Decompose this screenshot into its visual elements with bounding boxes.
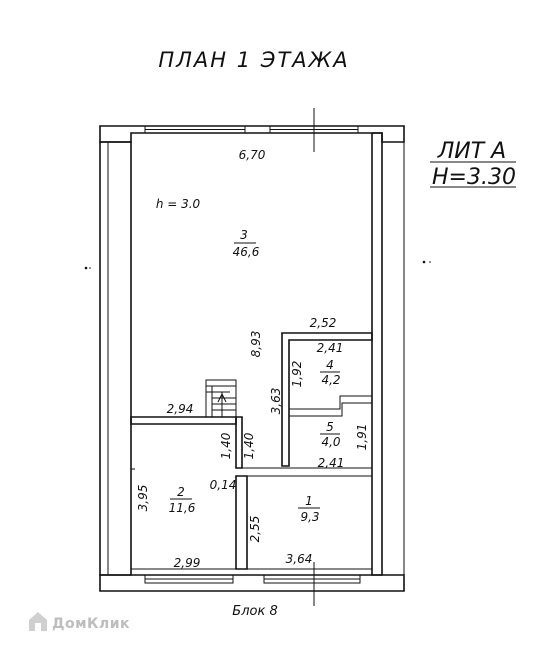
room-2-label: 2 11,6 xyxy=(169,485,196,515)
dim-top-width: 6,70 xyxy=(239,148,266,162)
dim-room5-width: 2,41 xyxy=(318,456,345,470)
room-3-label: 3 46,6 xyxy=(233,228,260,259)
dim-room2-height: 3,95 xyxy=(136,485,150,512)
room-5-area: 4,0 xyxy=(321,435,340,449)
room-1-area: 9,3 xyxy=(300,510,319,524)
outer-walls xyxy=(99,125,405,592)
liter-label: ЛИТ А Н=3.30 xyxy=(430,139,516,190)
liter-height: Н=3.30 xyxy=(432,165,516,190)
dim-passage-a: 1,40 xyxy=(219,432,233,459)
block-label: Блок 8 xyxy=(232,604,277,619)
staircase xyxy=(205,379,237,418)
dim-room1-height: 2,55 xyxy=(248,516,262,543)
window-bottom xyxy=(144,574,361,584)
dim-stair-width: 2,94 xyxy=(167,402,194,416)
plan-title: ПЛАН 1 ЭТАЖА xyxy=(158,48,349,72)
room-5-number: 5 xyxy=(326,420,334,434)
watermark-text: ДомКлик xyxy=(52,616,130,632)
dim-wall-gap: 0,14 xyxy=(210,478,237,492)
room-1-label: 1 9,3 xyxy=(298,494,320,524)
dim-room3-height: 8,93 xyxy=(249,331,263,358)
dim-passage-b: 1,40 xyxy=(242,432,256,459)
room-3-area: 46,6 xyxy=(233,245,260,259)
room-4-area: 4,2 xyxy=(321,373,340,387)
room-4-label: 4 4,2 xyxy=(320,358,341,387)
liter-name: ЛИТ А xyxy=(437,139,506,164)
dim-room4-height: 1,92 xyxy=(290,361,304,388)
room-2-number: 2 xyxy=(177,485,185,499)
dim-room2-width: 2,99 xyxy=(174,556,201,570)
ceiling-height-note: h = 3.0 xyxy=(156,197,201,211)
watermark: ДомКлик xyxy=(29,612,130,632)
room-4-number: 4 xyxy=(326,358,334,372)
side-marks xyxy=(84,260,431,270)
room-5-label: 5 4,0 xyxy=(320,420,341,449)
dim-room4-inner: 2,41 xyxy=(317,341,344,355)
window-top xyxy=(144,125,359,134)
dim-room4-width: 2,52 xyxy=(310,316,337,330)
domclick-logo-icon xyxy=(29,612,47,631)
room-3-number: 3 xyxy=(240,228,248,242)
dim-corridor-height: 3,63 xyxy=(269,388,283,415)
dim-room5-height: 1,91 xyxy=(355,424,369,451)
interior-walls xyxy=(130,332,373,570)
room-2-area: 11,6 xyxy=(169,501,196,515)
room-1-number: 1 xyxy=(305,494,313,508)
dim-room1-width: 3,64 xyxy=(286,552,313,566)
